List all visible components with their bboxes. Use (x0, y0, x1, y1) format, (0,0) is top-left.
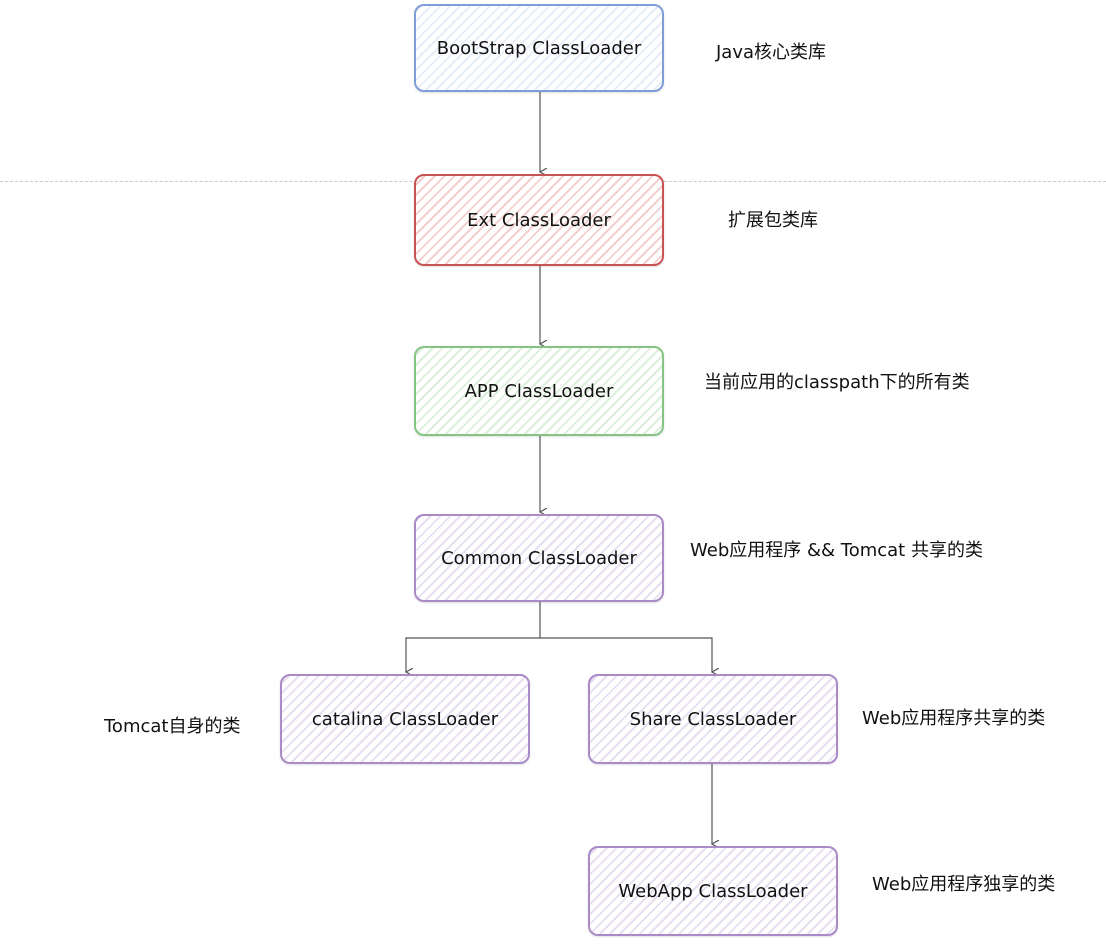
share-classloader-label: Share ClassLoader (629, 708, 797, 730)
ext-classloader-label: Ext ClassLoader (467, 209, 611, 231)
catalina-classloader-note: Tomcat自身的类 (104, 716, 241, 737)
app-classloader-node: APP ClassLoader (414, 346, 664, 436)
app-classloader-note: 当前应用的classpath下的所有类 (704, 372, 970, 393)
ext-classloader-note: 扩展包类库 (728, 210, 818, 231)
webapp-classloader-node: WebApp ClassLoader (588, 846, 838, 936)
connector-common-share (540, 637, 712, 672)
catalina-classloader-node: catalina ClassLoader (280, 674, 530, 764)
common-classloader-note: Web应用程序 && Tomcat 共享的类 (690, 540, 983, 561)
bootstrap-classloader-note: Java核心类库 (716, 42, 827, 63)
bootstrap-classloader-node: BootStrap ClassLoader (414, 4, 664, 92)
ext-classloader-node: Ext ClassLoader (414, 174, 664, 266)
webapp-classloader-label: WebApp ClassLoader (618, 880, 808, 902)
common-classloader-node: Common ClassLoader (414, 514, 664, 602)
catalina-classloader-label: catalina ClassLoader (311, 708, 499, 730)
webapp-classloader-note: Web应用程序独享的类 (872, 874, 1056, 895)
share-classloader-note: Web应用程序共享的类 (862, 708, 1046, 729)
connector-common-split (406, 602, 541, 672)
share-classloader-node: Share ClassLoader (588, 674, 838, 764)
common-classloader-label: Common ClassLoader (441, 547, 637, 569)
app-classloader-label: APP ClassLoader (464, 380, 614, 402)
bootstrap-classloader-label: BootStrap ClassLoader (436, 37, 642, 59)
